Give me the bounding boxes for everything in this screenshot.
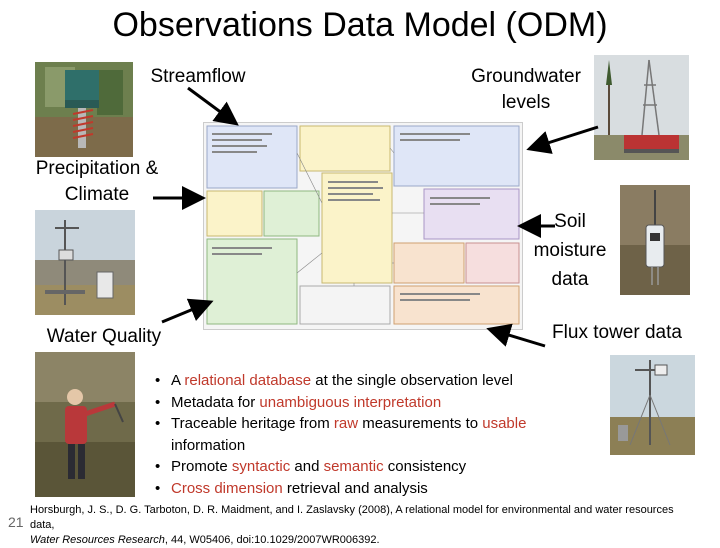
bullet-cross-dimension: Cross dimension retrieval and analysis xyxy=(155,478,585,500)
slide-title: Observations Data Model (ODM) xyxy=(112,6,608,44)
flux-tower-label: Flux tower data xyxy=(552,322,682,343)
groundwater-arrow xyxy=(526,125,599,154)
soil-probe-photo xyxy=(620,185,690,295)
slide-number: 21 xyxy=(8,514,24,530)
flux-tower-photo xyxy=(610,355,695,455)
bullet-consistency: Promote syntactic and semantic consisten… xyxy=(155,456,585,478)
water-sampling-photo xyxy=(35,352,135,497)
soil-moisture-label: Soil moisture data xyxy=(533,211,607,290)
bullet-metadata: Metadata for unambiguous interpretation xyxy=(155,392,585,414)
citation-line-1: Horsburgh, J. S., D. G. Tarboton, D. R. … xyxy=(30,504,674,531)
citation-line-2: Water Resources Research, 44, W05406, do… xyxy=(30,534,380,546)
precipitation-label: Precipitation & Climate xyxy=(35,158,159,205)
bullet-relational: A relational database at the single obse… xyxy=(155,370,585,392)
odm-schema-diagram xyxy=(203,122,523,330)
water-quality-arrow xyxy=(161,298,214,324)
water-quality-label: Water Quality xyxy=(46,326,162,347)
streamflow-arrow xyxy=(187,86,239,126)
rain-gauge-photo xyxy=(35,210,135,315)
stream-gauge-photo xyxy=(35,62,133,157)
citation: Horsburgh, J. S., D. G. Tarboton, D. R. … xyxy=(30,503,695,548)
streamflow-label: Streamflow xyxy=(150,66,246,87)
flux-arrow xyxy=(486,323,546,348)
feature-bullets: A relational database at the single obse… xyxy=(155,370,585,499)
drill-rig-photo xyxy=(594,55,689,160)
groundwater-label: Groundwater levels xyxy=(471,66,581,113)
bullet-heritage: Traceable heritage from raw measurements… xyxy=(155,413,585,456)
